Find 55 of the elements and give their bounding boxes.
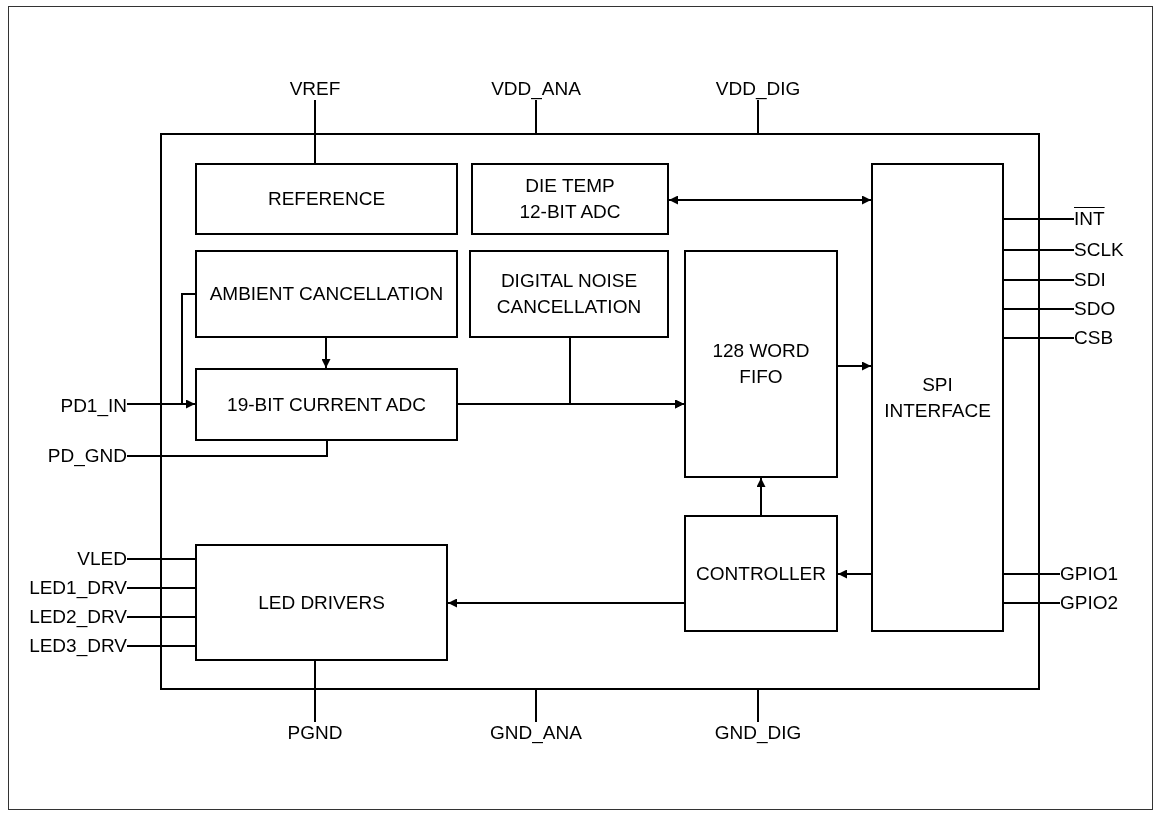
pin-label: GPIO1 [1060,563,1136,585]
connector-line [126,645,196,647]
arrow [569,337,685,409]
connector-line [535,99,537,134]
function-block: 19-BIT CURRENT ADC [195,368,458,441]
function-block: REFERENCE [195,163,458,235]
function-block: AMBIENT CANCELLATION [195,250,458,338]
pin-label: PD_GND [40,445,127,467]
connector-line [1003,249,1075,251]
connector-line [1003,602,1061,604]
pin-label: LED1_DRV [22,577,127,599]
pin-label: PGND [283,722,347,744]
function-block: 128 WORD FIFO [684,250,838,478]
pin-label: INT [1074,208,1110,230]
arrow [668,195,872,205]
pin-label: VDD_DIG [710,78,806,100]
arrow [447,598,685,608]
function-block: LED DRIVERS [195,544,448,661]
connector-line [1003,573,1061,575]
pin-label: VREF [288,78,342,100]
connector-line [314,660,316,723]
pin-label: LED2_DRV [22,606,127,628]
function-block: CONTROLLER [684,515,838,632]
pin-label: SCLK [1074,239,1132,261]
function-block: DIE TEMP 12-BIT ADC [471,163,669,235]
connector-line [757,689,759,723]
connector-line [757,99,759,134]
pin-label: PD1_IN [55,395,127,417]
arrow [837,361,872,371]
arrow [321,337,331,369]
pin-label: SDI [1074,269,1114,291]
pin-label: GND_DIG [710,722,806,744]
function-block: DIGITAL NOISE CANCELLATION [469,250,669,338]
connector-line [1003,308,1075,310]
pin-label: LED3_DRV [22,635,127,657]
connector-line [126,616,196,618]
connector-line [1003,279,1075,281]
arrow [837,569,872,579]
connector-line [126,440,328,457]
pin-label: GND_ANA [486,722,586,744]
arrow [756,477,766,516]
connector-line [126,587,196,589]
pin-label: SDO [1074,298,1120,320]
connector-line [314,99,316,164]
function-block: SPI INTERFACE [871,163,1004,632]
pin-label: VLED [65,548,127,570]
arrow [181,293,196,409]
pin-label: CSB [1074,327,1120,349]
connector-line [1003,337,1075,339]
connector-line [535,689,537,723]
pin-label: VDD_ANA [488,78,584,100]
chip-outline [160,133,1040,690]
connector-line [1003,218,1075,220]
pin-label: GPIO2 [1060,592,1136,614]
connector-line [126,558,196,560]
